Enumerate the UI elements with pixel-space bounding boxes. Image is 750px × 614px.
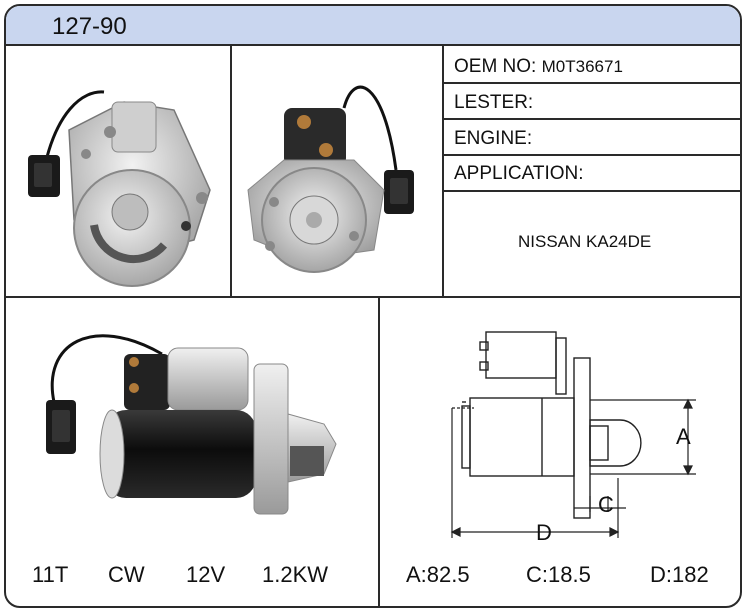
dimension-drawing: A C D — [450, 331, 696, 545]
oem-row: OEM NO: M0T36671 — [454, 56, 623, 78]
divider-h-mid — [6, 296, 740, 298]
spec-power: 1.2KW — [262, 562, 329, 587]
title-bar: 127-90 — [6, 6, 740, 46]
starter-front-photo — [28, 90, 211, 287]
dim-value-c: C:18.5 — [526, 562, 591, 587]
oem-label: OEM NO: — [454, 56, 537, 77]
dim-label-c: C — [598, 492, 614, 517]
spec-rotation: CW — [108, 562, 145, 587]
spec-teeth: 11T — [32, 562, 69, 587]
application-label: APPLICATION: — [454, 163, 584, 184]
engine-label: ENGINE: — [454, 128, 533, 149]
lester-label: LESTER: — [454, 92, 534, 113]
divider-info-3 — [442, 154, 740, 156]
application-value: NISSAN KA24DE — [518, 232, 652, 251]
dim-value-d: D:182 — [650, 562, 709, 587]
terminal-bottom — [479, 361, 489, 371]
part-number: 127-90 — [52, 13, 127, 40]
divider-info-4 — [442, 190, 740, 192]
mounting-flange — [573, 357, 591, 519]
divider-info-2 — [442, 118, 740, 120]
dim-value-a: A:82.5 — [406, 562, 470, 587]
solenoid-top — [485, 331, 557, 379]
dim-label-a: A — [676, 424, 691, 449]
pinion-housing — [589, 419, 642, 467]
oem-value: M0T36671 — [541, 57, 623, 76]
dim-label-d: D — [536, 520, 552, 545]
starter-side-photo — [46, 334, 337, 515]
spec-voltage: 12V — [186, 562, 226, 587]
motor-body — [469, 397, 575, 477]
divider-info-1 — [442, 82, 740, 84]
divider-v3 — [378, 296, 380, 606]
product-sheet: 127-90 OEM NO: M0T36671 LESTER: ENGINE: … — [4, 4, 742, 608]
starter-rear-photo — [247, 85, 414, 273]
divider-v1 — [230, 46, 232, 298]
divider-v2 — [442, 46, 444, 298]
terminal-top — [479, 341, 489, 351]
